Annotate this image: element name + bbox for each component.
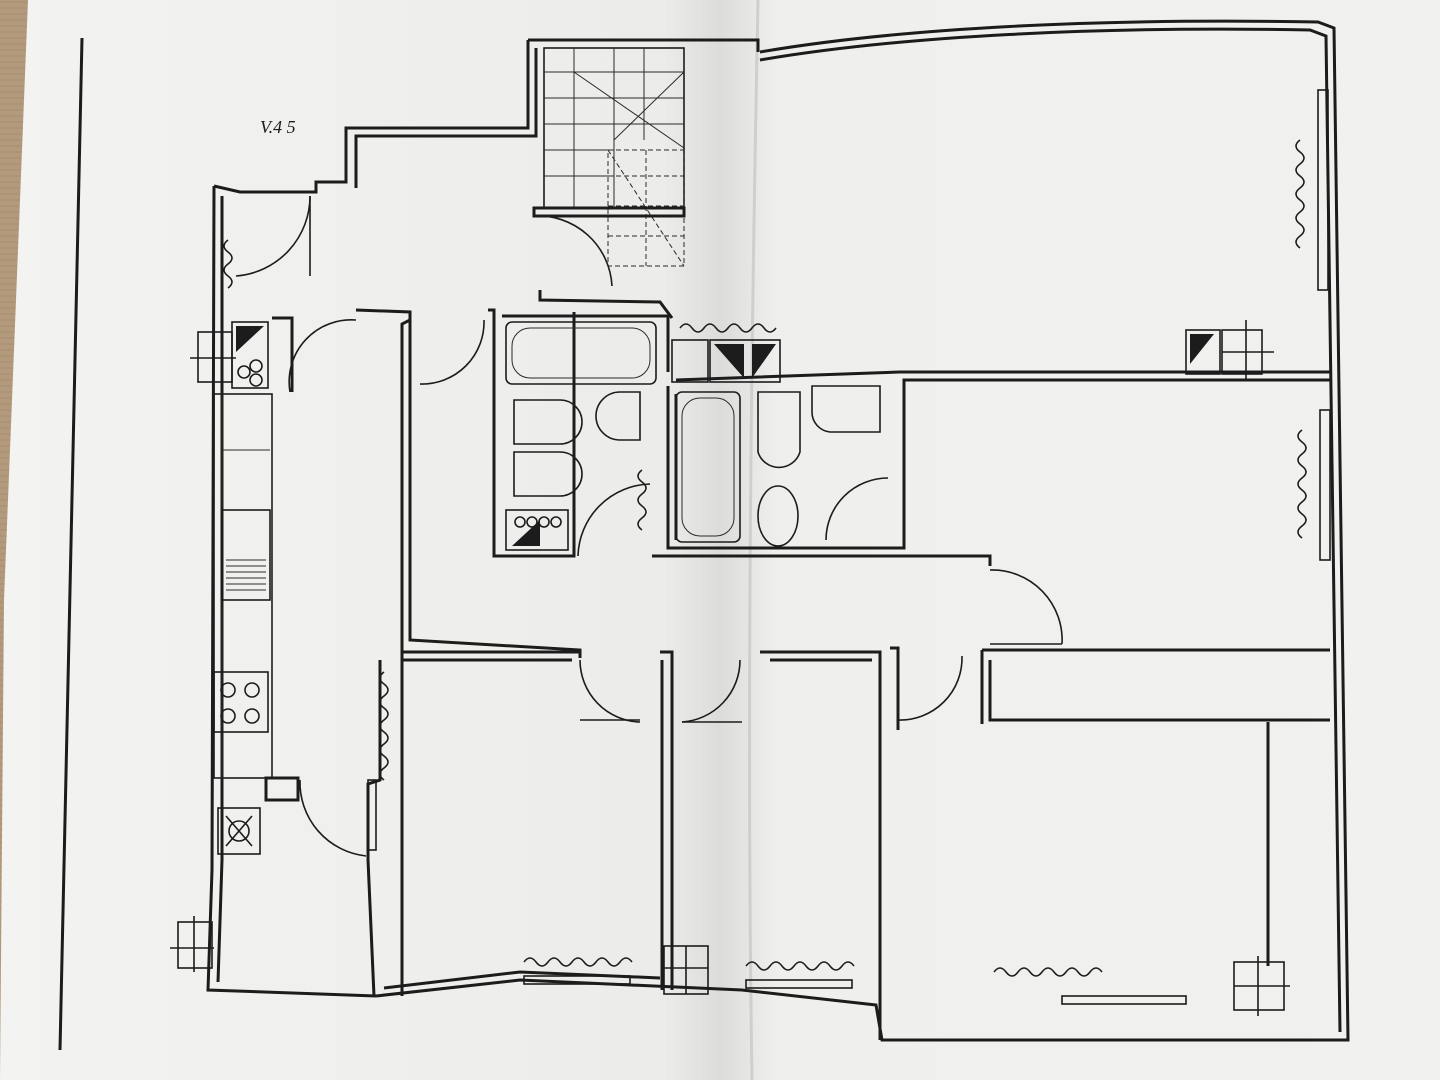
sink-icon [217, 807, 261, 855]
staircase-icon [532, 47, 686, 267]
window-icon [367, 89, 1331, 1005]
radiator-icon [223, 139, 1307, 977]
door-swing-icon [235, 195, 613, 287]
cooktop-icon [213, 671, 269, 733]
door-swing-icon [288, 319, 1063, 857]
shaft-icon [170, 320, 1290, 1016]
fold-crease [748, 0, 760, 1080]
bathtub-icon [505, 321, 741, 543]
margin-line [58, 37, 84, 1051]
plan-label: V.4 5 [260, 117, 296, 137]
toilet-icon [513, 385, 881, 547]
